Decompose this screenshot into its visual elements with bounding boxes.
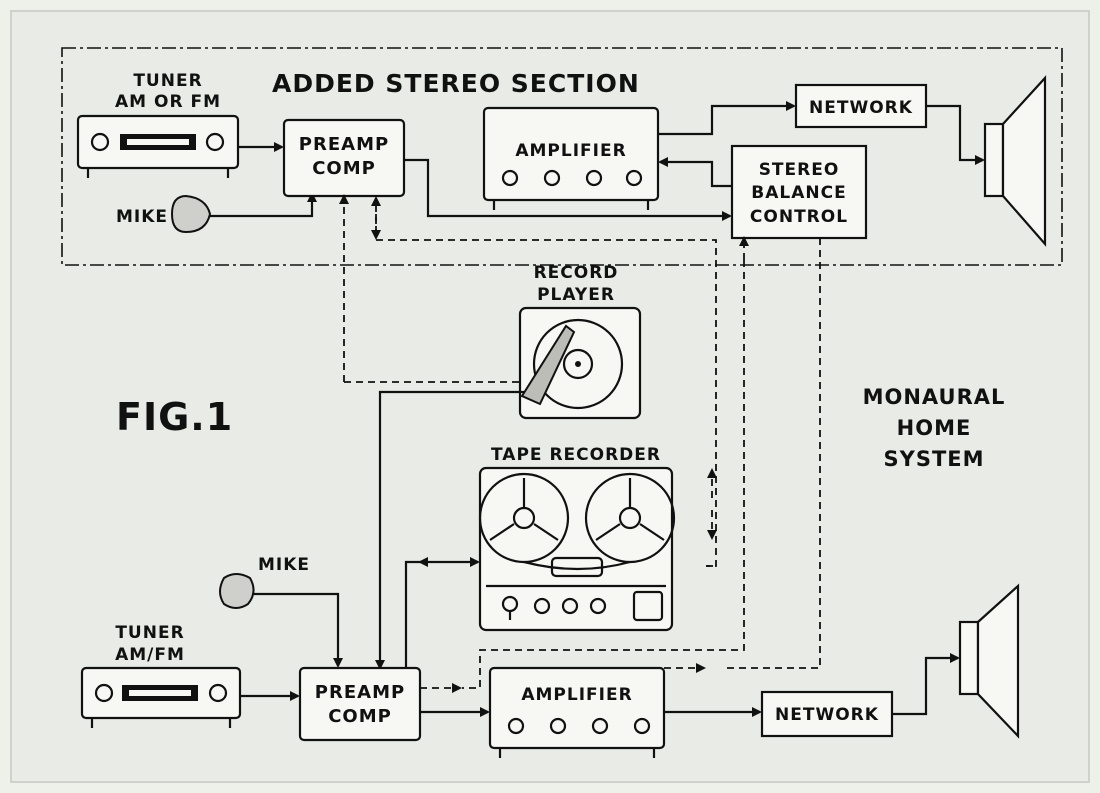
mono-mike-label: MIKE [258,555,310,575]
tape-recorder-label: TAPE RECORDER [491,445,661,465]
mono-amplifier: AMPLIFIER [490,668,664,758]
stereo-preamp-label-1: PREAMP [299,134,389,155]
stereo-speaker-icon [985,78,1045,244]
stereo-balance-label-2: BALANCE [751,183,846,203]
mono-preamp-label-2: COMP [328,706,392,727]
stereo-section-title: ADDED STEREO SECTION [272,69,640,98]
mono-preamp-box [300,668,420,740]
microphone-icon [220,574,254,608]
stereo-balance-label-3: CONTROL [750,207,848,227]
mono-amplifier-label: AMPLIFIER [521,685,632,705]
record-player-label-2: PLAYER [537,285,615,305]
stereo-amplifier-label: AMPLIFIER [515,141,626,161]
microphone-icon [172,196,210,232]
stereo-amplifier: AMPLIFIER [484,108,658,210]
mono-tuner-label-2: AM/FM [115,645,185,665]
stereo-mike: MIKE [116,196,210,232]
stereo-preamp-label-2: COMP [312,158,376,179]
mono-label-3: SYSTEM [883,447,984,471]
record-player-label-1: RECORD [534,263,619,283]
mono-preamp-label-1: PREAMP [315,682,405,703]
mono-label-2: HOME [897,416,972,440]
stereo-balance-label-1: STEREO [759,160,840,180]
stereo-network-label: NETWORK [809,98,913,118]
mono-label-1: MONAURAL [863,385,1006,409]
tape-recorder: TAPE RECORDER [480,445,674,630]
stereo-tuner-label-1: TUNER [133,71,202,91]
mono-speaker-icon [960,586,1018,736]
stereo-tuner: TUNER AM OR FM [78,71,238,178]
mono-mike: MIKE [220,555,310,608]
stereo-mike-label: MIKE [116,207,168,227]
mono-tuner-label-1: TUNER [115,623,184,643]
record-player: RECORD PLAYER [520,263,640,418]
mono-network-label: NETWORK [775,705,879,725]
mono-tuner: TUNER AM/FM [82,623,240,728]
figure-label: FIG.1 [116,395,233,439]
stereo-tuner-label-2: AM OR FM [115,92,221,112]
